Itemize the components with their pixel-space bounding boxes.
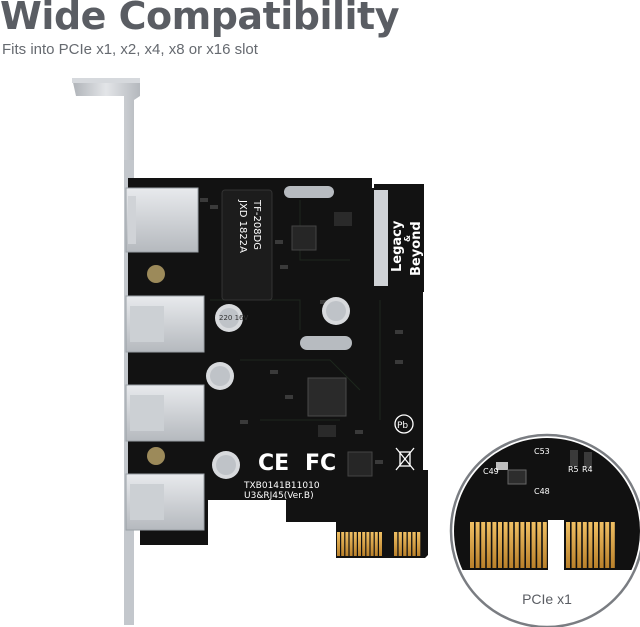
- gold-pin: [605, 522, 610, 568]
- usb-controller-chip: [307, 377, 347, 417]
- rj45-port: [125, 187, 199, 253]
- gold-pin: [599, 522, 604, 568]
- gold-pin: [349, 532, 353, 556]
- gold-pin: [370, 532, 374, 556]
- gold-pin: [577, 522, 582, 568]
- gold-pin: [337, 532, 340, 556]
- gold-pin: [345, 532, 349, 556]
- gold-pin: [417, 532, 421, 556]
- gold-pin: [526, 522, 530, 568]
- regulator-chip: [318, 425, 336, 437]
- ce-mark: CE: [258, 451, 289, 476]
- regulator-chip: [334, 212, 352, 226]
- gold-pin: [531, 522, 536, 568]
- logo-text: Beyond: [409, 221, 424, 276]
- crystal-oscillator: [284, 186, 334, 198]
- capacitor: [206, 362, 234, 390]
- capacitor: 220 16V: [215, 304, 248, 332]
- gold-pin: [582, 522, 587, 568]
- gold-pin: [537, 522, 542, 568]
- weee-bin-icon: [395, 447, 415, 471]
- zoom-silkscreen-label: C48: [534, 487, 550, 496]
- gold-pin: [520, 522, 525, 568]
- gold-pin: [470, 522, 474, 568]
- controller-chip: [347, 451, 373, 477]
- gold-pin: [403, 532, 407, 556]
- gold-pin: [588, 522, 593, 568]
- zoom-silkscreen-label: R5: [568, 465, 579, 474]
- headline: Wide Compatibility: [0, 0, 399, 38]
- gold-pin: [571, 522, 576, 568]
- usb-port: [125, 295, 205, 353]
- transformer-chip: JXD 1822A TF-208DG: [221, 189, 273, 301]
- gold-pin: [486, 522, 491, 568]
- pb-free-mark: Pb: [394, 414, 414, 434]
- gold-pin: [503, 522, 508, 568]
- gold-pin: [366, 532, 370, 556]
- gold-pin: [407, 532, 412, 556]
- gold-pin: [341, 532, 345, 556]
- svg-text:220 16V: 220 16V: [219, 314, 248, 322]
- subheadline: Fits into PCIe x1, x2, x4, x8 or x16 slo…: [2, 41, 258, 58]
- svg-text:JXD 1822A: JXD 1822A: [237, 199, 248, 253]
- board-model-text: U3&RJ45(Ver.B): [244, 491, 314, 501]
- screw-post: [147, 265, 165, 283]
- capacitor: [212, 451, 240, 479]
- gold-pin: [475, 522, 480, 568]
- gold-pin: [509, 522, 514, 568]
- brand-logo: Legacy & Beyond: [374, 184, 424, 292]
- gold-pin: [498, 522, 502, 568]
- svg-text:TF-208DG: TF-208DG: [251, 199, 262, 250]
- zoom-silkscreen-label: C49: [483, 467, 499, 476]
- gold-pin: [542, 522, 547, 568]
- crystal-oscillator: [300, 336, 352, 350]
- gold-pin: [594, 522, 598, 568]
- gold-pin: [481, 522, 486, 568]
- zoom-silkscreen-label: R4: [582, 465, 593, 474]
- capacitor: [322, 297, 350, 325]
- controller-chip: [291, 225, 317, 251]
- zoom-caption: PCIe x1: [522, 591, 572, 607]
- gold-pin: [398, 532, 402, 556]
- gold-pin: [362, 532, 366, 556]
- zoom-inset: C53 C49 C48 R5 R4 PCIe x1: [449, 433, 640, 627]
- fc-mark: FC: [305, 451, 336, 476]
- svg-text:Pb: Pb: [397, 421, 408, 431]
- zoom-silkscreen-label: C53: [534, 447, 550, 456]
- gold-pin: [514, 522, 519, 568]
- gold-pin: [566, 522, 570, 568]
- gold-pin: [374, 532, 378, 556]
- gold-pin: [492, 522, 497, 568]
- usb-port: [125, 473, 205, 531]
- logo-text: Legacy: [390, 220, 405, 272]
- gold-pin: [610, 522, 615, 568]
- board-model-text: TXB0141B11010: [243, 481, 320, 491]
- usb-port: [125, 384, 205, 442]
- screw-post: [147, 447, 165, 465]
- gold-pin: [353, 532, 357, 556]
- gold-edge-connector: [337, 532, 421, 556]
- gold-pin: [412, 532, 416, 556]
- logo-text: &: [403, 235, 412, 242]
- gold-pin: [394, 532, 398, 556]
- gold-pin: [358, 532, 361, 556]
- gold-pin: [379, 532, 382, 556]
